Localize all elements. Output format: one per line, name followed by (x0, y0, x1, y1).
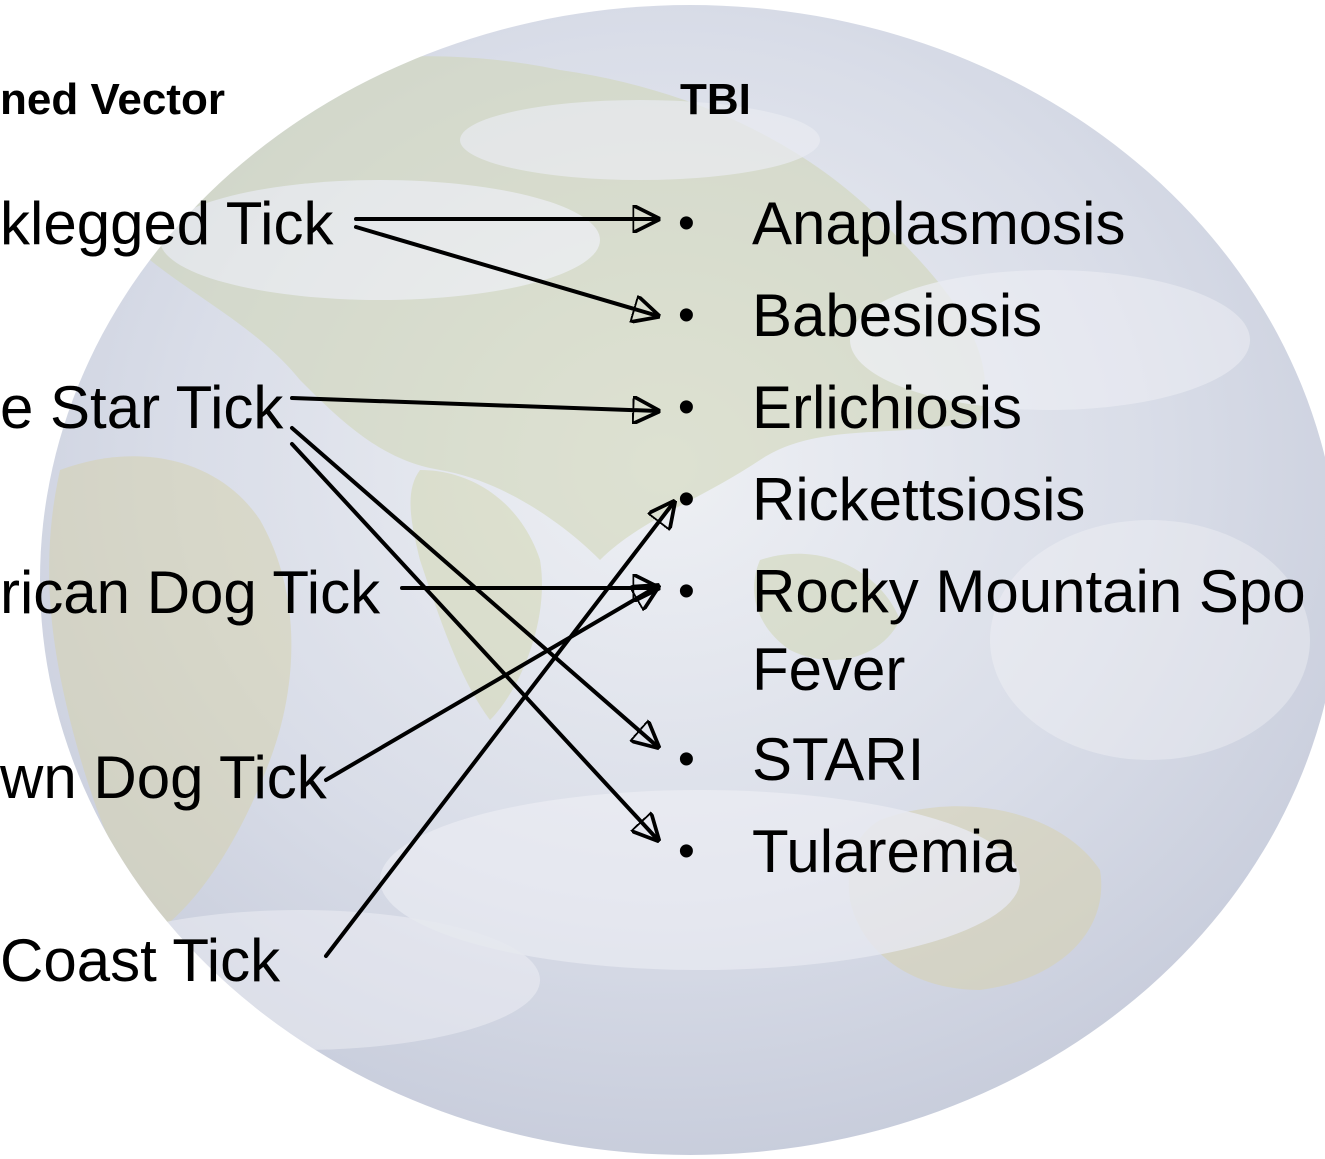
arrow-lonestar-to-erlichiosis (292, 398, 658, 411)
arrow-gulf-coast-to-rickettsiosis (326, 502, 674, 956)
arrow-lonestar-to-tularemia (292, 444, 658, 840)
arrow-brown-dog-to-rmsf (326, 586, 658, 780)
arrow-blacklegged-to-babesiosis (356, 227, 658, 316)
